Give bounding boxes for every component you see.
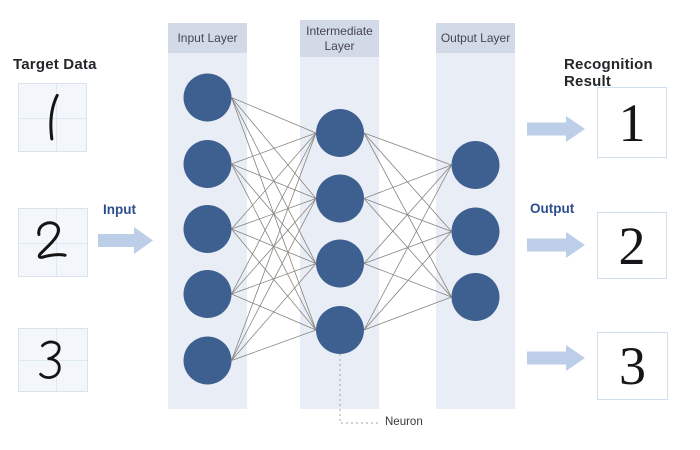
result-box-3: 3 [597, 332, 668, 400]
input-flow-label: Input [103, 202, 136, 217]
input-layer-body [168, 53, 247, 409]
output-arrow-icon-2 [527, 232, 585, 258]
output-arrow-icon-3 [527, 345, 585, 371]
output-layer-header: Output Layer [436, 23, 515, 53]
output-arrow-icon-1 [527, 116, 585, 142]
target-sample-box-1 [18, 83, 87, 152]
result-digit-3: 3 [619, 336, 646, 396]
input-arrow-icon [98, 227, 153, 254]
output-flow-label: Output [530, 201, 575, 216]
result-digit-2: 2 [618, 215, 646, 276]
target-sample-box-3 [18, 328, 88, 392]
result-box-2: 2 [597, 212, 667, 279]
intermediate-layer-header: Intermediate Layer [300, 20, 379, 57]
input-layer-column: Input Layer [168, 23, 247, 409]
handwritten-digit-3 [39, 340, 61, 379]
handwritten-digit-2 [37, 221, 67, 259]
handwritten-digit-1 [49, 93, 59, 141]
result-box-1: 1 [597, 87, 667, 158]
recognition-result-title: Recognition Result [564, 56, 653, 90]
neuron-callout-label: Neuron [385, 416, 423, 428]
intermediate-layer-body [300, 57, 379, 409]
input-layer-header: Input Layer [168, 23, 247, 53]
target-sample-box-2 [18, 208, 88, 277]
target-data-title: Target Data [13, 56, 97, 73]
result-digit-1: 1 [618, 92, 646, 153]
intermediate-layer-column: Intermediate Layer [300, 20, 379, 409]
output-layer-body [436, 53, 515, 409]
output-layer-column: Output Layer [436, 23, 515, 409]
